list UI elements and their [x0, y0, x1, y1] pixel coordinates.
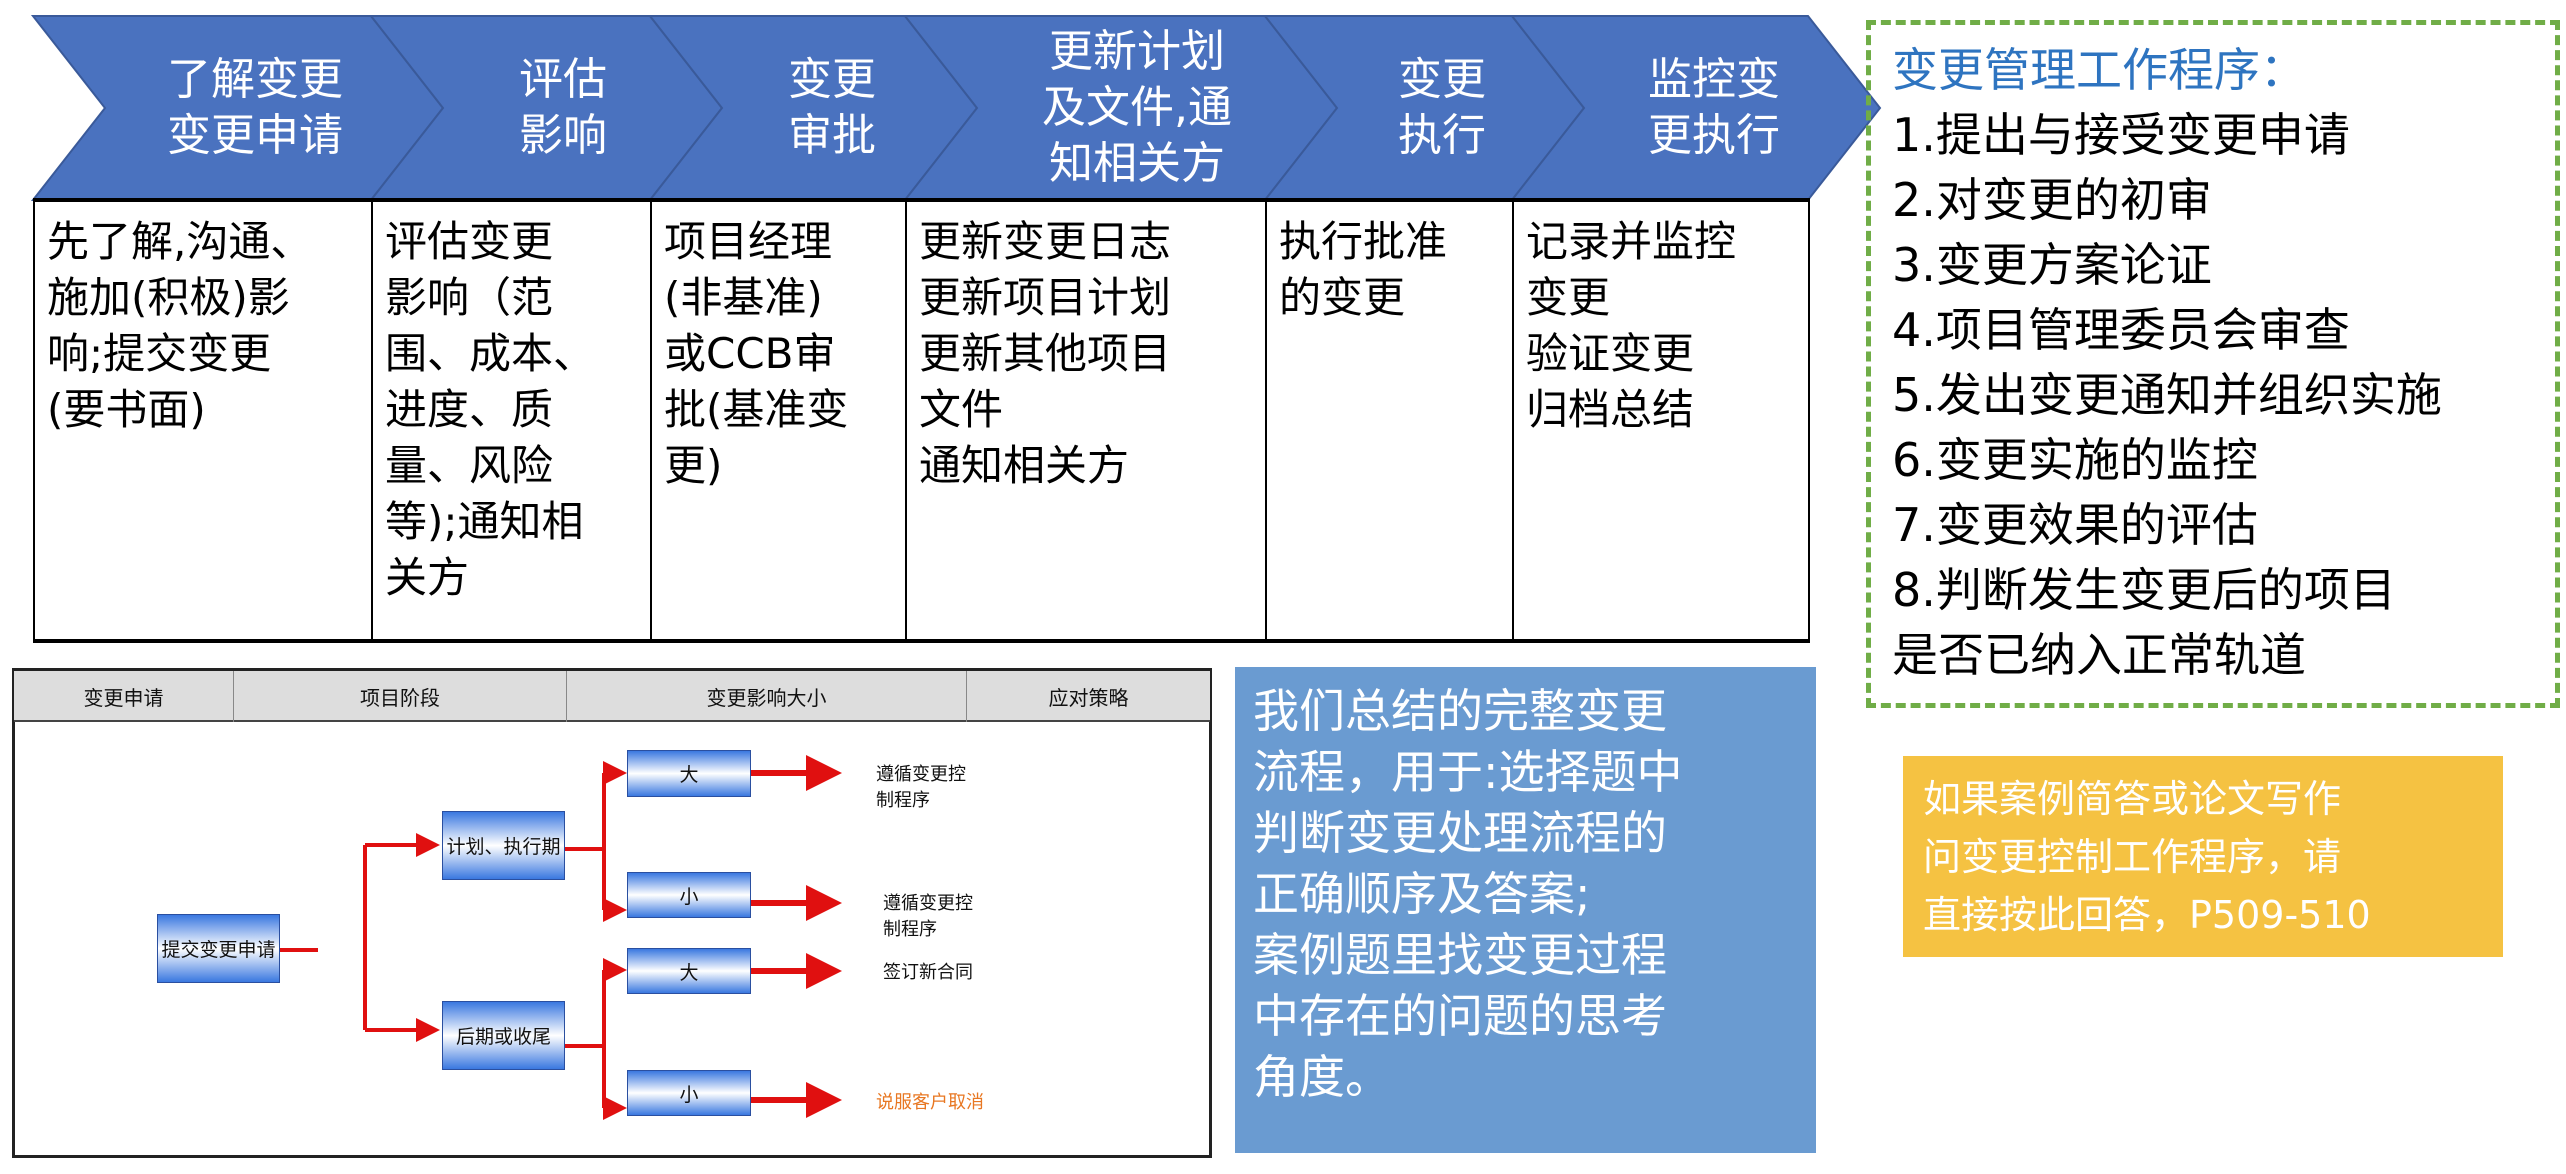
strategy-text: 遵循变更控 制程序	[876, 764, 966, 811]
stage-box: 后期或收尾	[442, 1001, 565, 1070]
procedure-item: 5.发出变更通知并组织实施	[1892, 368, 2442, 422]
step-title: 更新计划 及文件,通 知相关方	[1042, 26, 1232, 189]
step-title: 了解变更 变更申请	[167, 54, 343, 161]
step-detail: 项目经理 (非基准) 或CCB审 批(基准变 更)	[650, 200, 905, 641]
strategy-text-highlight: 说服客户取消	[876, 1092, 984, 1113]
strategy-text: 签订新合同	[883, 962, 973, 983]
header-project-phase: 项目阶段	[234, 671, 567, 722]
strategy-text: 遵循变更控 制程序	[883, 893, 973, 940]
procedure-item: 1.提出与接受变更申请	[1892, 108, 2350, 162]
steps-detail-table	[33, 198, 1810, 643]
step-title: 变更 审批	[788, 54, 876, 161]
procedure-item: 7.变更效果的评估	[1892, 498, 2258, 552]
procedure-item: 4.项目管理委员会审查	[1892, 303, 2350, 357]
step-detail: 记录并监控 变更 验证变更 归档总结	[1512, 200, 1808, 641]
change-decision-diagram	[12, 668, 1212, 1158]
submit-request-box: 提交变更申请	[157, 914, 280, 983]
header-impact-size: 变更影响大小	[567, 671, 967, 722]
header-strategy: 应对策略	[1048, 686, 1129, 710]
procedure-item: 3.变更方案论证	[1892, 238, 2212, 292]
step-detail: 评估变更 影响（范 围、成本、 进度、质 量、风险 等);通知相 关方	[371, 200, 650, 641]
header-change-request: 变更申请	[14, 671, 234, 722]
step-title: 变更 执行	[1398, 54, 1486, 161]
impact-box: 大	[627, 948, 751, 994]
step-detail: 执行批准 的变更	[1265, 200, 1512, 641]
impact-box: 小	[627, 1070, 751, 1116]
step-title: 监控变 更执行	[1648, 54, 1780, 161]
summary-note: 我们总结的完整变更 流程，用于:选择题中 判断变更处理流程的 正确顺序及答案; …	[1235, 667, 1816, 1153]
impact-box: 小	[627, 872, 751, 918]
stage-box: 计划、执行期	[442, 811, 565, 880]
diagram-header	[14, 671, 1210, 722]
procedure-item: 是否已纳入正常轨道	[1892, 628, 2306, 682]
process-chevrons	[30, 15, 1882, 201]
step-title: 评估 影响	[519, 54, 607, 161]
procedure-item: 2.对变更的初审	[1892, 173, 2212, 227]
procedure-item: 8.判断发生变更后的项目	[1892, 563, 2396, 617]
step-detail: 先了解,沟通、 施加(积极)影 响;提交变更 (要书面)	[33, 200, 371, 641]
step-detail: 更新变更日志 更新项目计划 更新其他项目 文件 通知相关方	[905, 200, 1265, 641]
tip-note: 如果案例简答或论文写作 问变更控制工作程序，请 直接按此回答，P509-510	[1903, 756, 2503, 957]
diagram-arrows	[280, 755, 842, 1120]
impact-box: 大	[627, 750, 751, 797]
procedure-title: 变更管理工作程序：	[1892, 43, 2306, 97]
procedure-box	[1866, 20, 2560, 708]
procedure-item: 6.变更实施的监控	[1892, 433, 2258, 487]
